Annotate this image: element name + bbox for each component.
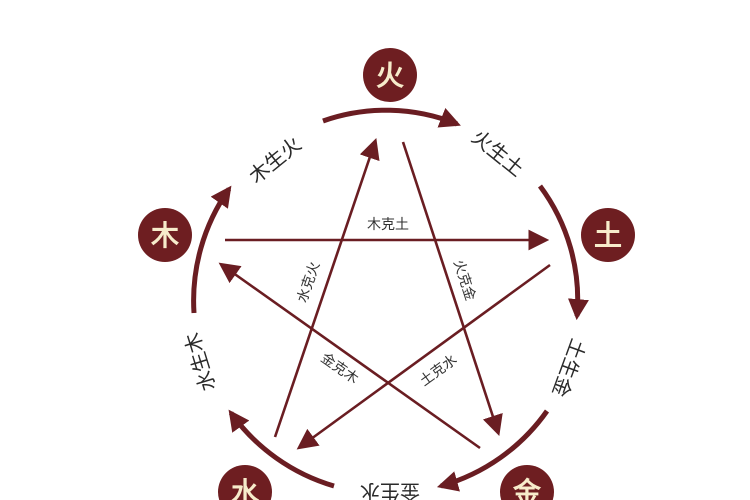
arrow-fire-overcomes-metal	[401, 141, 503, 436]
label-water-overcomes-fire: 水克火	[295, 260, 324, 305]
arrow-metal-generates-water	[228, 409, 335, 489]
arrow-fire-generates-earth	[537, 184, 589, 321]
node-wood: 木	[138, 208, 192, 262]
arrow-wood-generates-fire	[322, 107, 461, 128]
label-fire-generates-earth: 火生土	[467, 125, 529, 181]
label-metal-overcomes-wood: 金克木	[318, 350, 362, 387]
node-wood-label: 木	[150, 219, 179, 252]
arrow-water-generates-wood	[191, 185, 232, 314]
node-fire: 火	[363, 48, 417, 102]
label-wood-overcomes-earth: 木克土	[367, 217, 409, 233]
arrow-earth-overcomes-water	[296, 263, 551, 450]
node-earth-label: 土	[594, 219, 622, 252]
arrow-metal-overcomes-wood	[218, 262, 481, 450]
label-metal-generates-water: 金生水	[360, 480, 420, 500]
node-metal-label: 金	[512, 476, 542, 500]
node-fire-label: 火	[376, 59, 404, 92]
arrow-earth-generates-metal	[436, 409, 550, 492]
node-water-label: 水	[231, 476, 260, 500]
node-metal: 金	[500, 465, 554, 500]
label-water-generates-wood: 水生木	[180, 330, 220, 394]
label-wood-generates-fire: 木生火	[244, 132, 306, 188]
node-earth: 土	[581, 208, 635, 262]
label-earth-generates-metal: 土生金	[547, 336, 590, 401]
arrow-water-overcomes-fire	[273, 138, 380, 438]
node-water: 水	[218, 465, 272, 500]
